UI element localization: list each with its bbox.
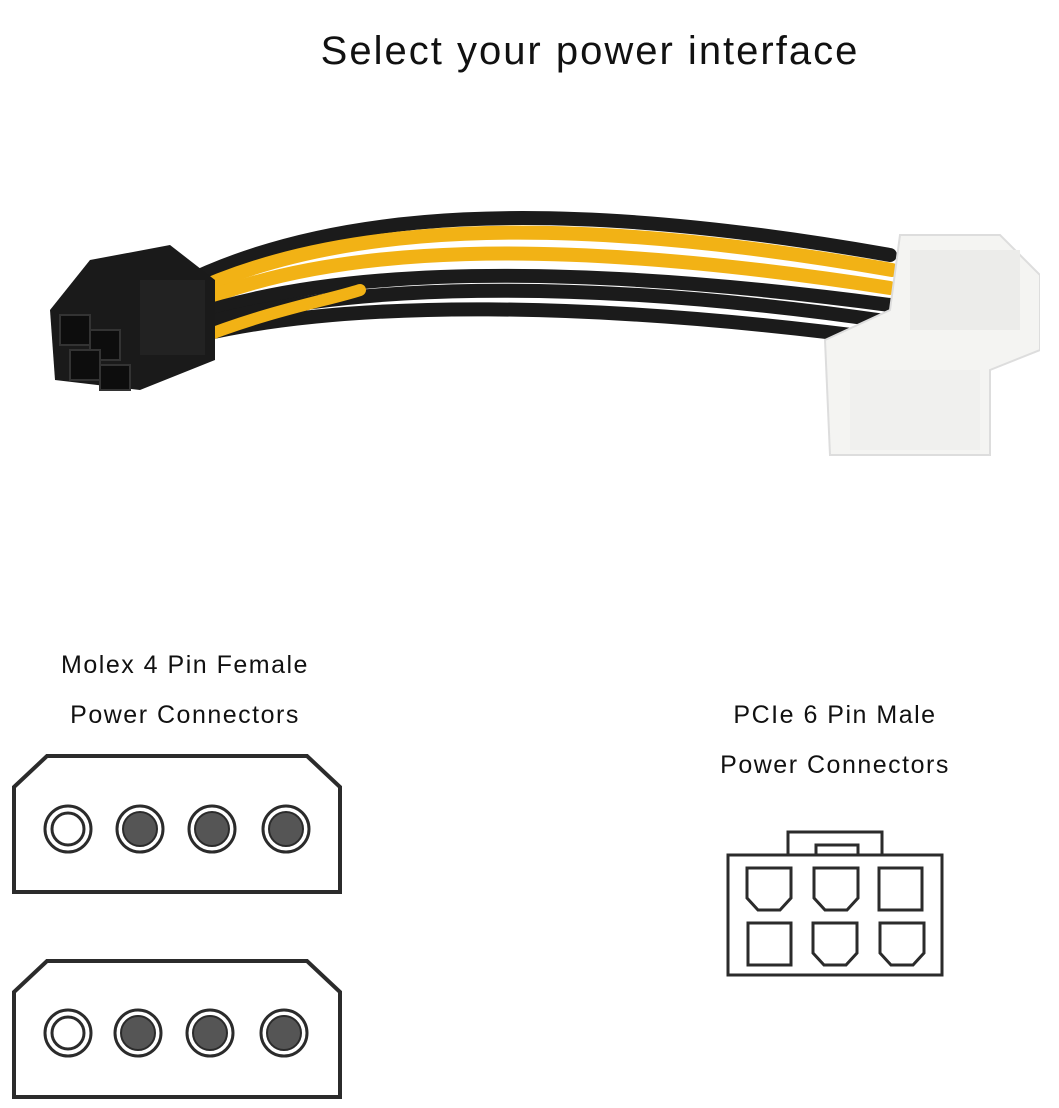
- molex-label-line1: Molex 4 Pin Female: [61, 651, 309, 679]
- molex-pin-3-filled: [187, 804, 237, 854]
- molex-pin-2-filled: [113, 1008, 163, 1058]
- pcie-pin-rounded: [745, 866, 793, 912]
- pcie-pin-rounded: [812, 866, 860, 912]
- molex-pin-4-filled: [259, 1008, 309, 1058]
- pcie-pin-rounded: [878, 921, 926, 967]
- molex-connector-photo: [823, 234, 1040, 456]
- molex-pin-4-filled: [261, 804, 311, 854]
- pcie-connector-diagram: [726, 830, 944, 977]
- molex-label-line2: Power Connectors: [70, 701, 300, 729]
- adapter-cable-photo: [50, 211, 1040, 456]
- molex-label: Molex 4 Pin Female Power Connectors: [10, 640, 360, 740]
- molex-pin-1-empty: [43, 804, 93, 854]
- molex-pin-2-filled: [115, 804, 165, 854]
- molex-connector-diagram-2: [12, 959, 342, 1099]
- pcie-pin-square: [877, 866, 924, 912]
- pcie-label: PCIe 6 Pin Male Power Connectors: [690, 690, 980, 790]
- cable-wires: [173, 211, 899, 347]
- pcie-label-line1: PCIe 6 Pin Male: [733, 701, 937, 729]
- molex-pin-3-filled: [185, 1008, 235, 1058]
- pcie-label-line2: Power Connectors: [720, 751, 950, 779]
- pcie-pin-rounded: [811, 921, 859, 967]
- pcie-pin-square: [746, 921, 793, 967]
- pcie-connector-photo: [50, 245, 215, 391]
- page-title: Select your power interface: [320, 28, 860, 73]
- molex-connector-diagram-1: [12, 754, 342, 894]
- molex-pin-1-empty: [43, 1008, 93, 1058]
